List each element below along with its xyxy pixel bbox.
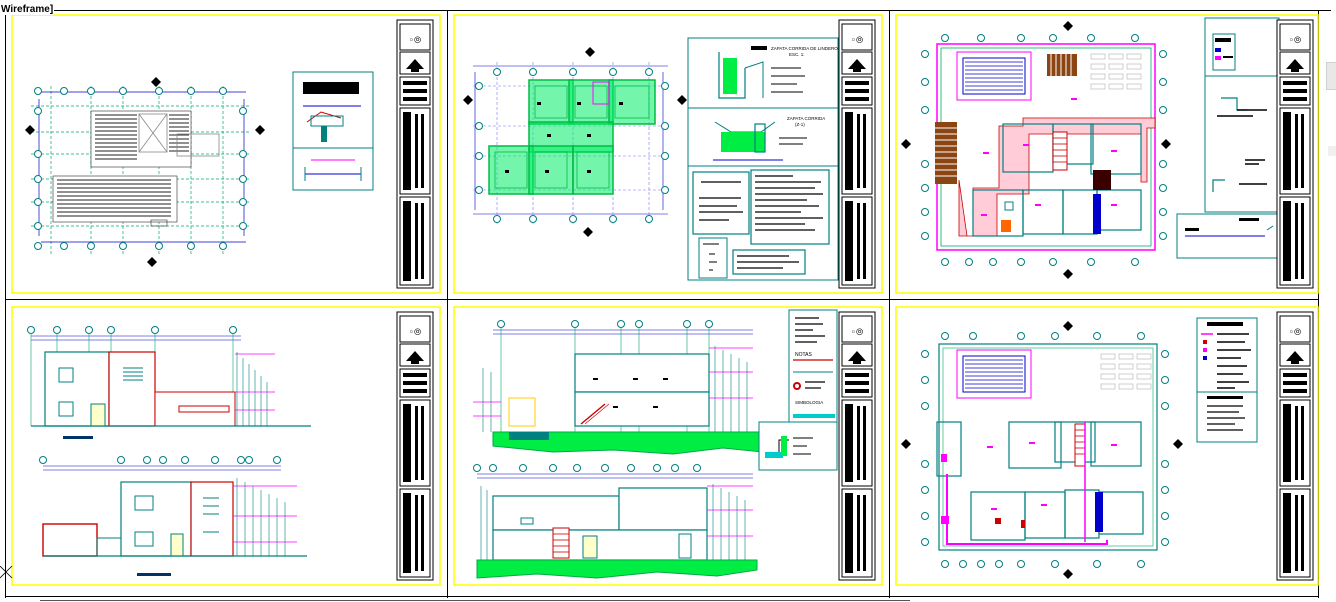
rear-elevation-drawing [39, 456, 307, 576]
sheet-sections[interactable]: NOTAS SIMBOLOGIA ◦⦾ [453, 306, 883, 586]
viewport-style-label[interactable]: Wireframe] [0, 4, 55, 15]
frame-col-divider-2 [889, 10, 890, 598]
svg-text:◦⦾: ◦⦾ [409, 328, 422, 338]
title-block: ◦⦾ [396, 19, 434, 289]
frame-border-left [5, 10, 6, 598]
view-cube-fragment-icon[interactable] [1328, 146, 1336, 156]
detail-title-1: ZAPATA CORRIDA DE LINDERO [771, 46, 838, 51]
foundation-plan-drawing [463, 47, 687, 237]
sheet-elevations[interactable]: ◦⦾ [11, 306, 441, 586]
sheet-foundation-plan[interactable]: ZAPATA CORRIDA DE LINDERO ESC. 1: ZAPATA… [453, 14, 883, 294]
frame-border-top [5, 10, 1331, 11]
frame-col-divider-1 [447, 10, 448, 598]
roof-plan-drawing [25, 77, 265, 267]
first-floor-notes-panel [1176, 17, 1280, 259]
model-space-bottom-line [40, 600, 910, 601]
section-b-drawing [473, 464, 758, 579]
svg-text:◦⦾: ◦⦾ [409, 36, 422, 46]
svg-text:◦⦾: ◦⦾ [1289, 36, 1302, 46]
sheet-roof-plan[interactable]: ◦⦾ [11, 14, 441, 294]
second-floor-plan-drawing [901, 321, 1183, 579]
roof-detail-box [292, 71, 374, 191]
sheet-second-floor-plan[interactable]: ◦⦾ [895, 306, 1319, 586]
title-block: ◦⦾ [1276, 19, 1314, 289]
second-floor-legend-panel [1196, 317, 1258, 443]
first-floor-plan-drawing [901, 21, 1171, 279]
foundation-detail-panel: ZAPATA CORRIDA DE LINDERO ESC. 1: ZAPATA… [687, 37, 839, 281]
section-a-drawing [473, 320, 814, 455]
title-block: ◦⦾ [838, 19, 876, 289]
frame-row-divider [5, 299, 1319, 300]
title-block: ◦⦾ [396, 311, 434, 581]
svg-text:◦⦾: ◦⦾ [851, 328, 864, 338]
sheet-border [11, 14, 441, 294]
section-notes-panel: NOTAS SIMBOLOGIA [758, 309, 838, 471]
notes-label: NOTAS [795, 352, 813, 358]
frame-border-right [1318, 10, 1319, 598]
detail-scale-1: ESC. 1: [789, 52, 805, 57]
ucs-axis-icon [0, 566, 13, 579]
detail-scale-2: (Z-1) [795, 122, 805, 127]
svg-text:◦⦾: ◦⦾ [851, 36, 864, 46]
navigation-bar-handle[interactable] [1326, 62, 1336, 90]
symbols-label: SIMBOLOGIA [795, 400, 823, 405]
detail-title-2: ZAPATA CORRIDA [787, 116, 825, 121]
title-block: ◦⦾ [1276, 311, 1314, 581]
front-elevation-drawing [27, 326, 311, 439]
svg-text:◦⦾: ◦⦾ [1289, 328, 1302, 338]
title-block: ◦⦾ [838, 311, 876, 581]
sheet-first-floor-plan[interactable]: ◦⦾ [895, 14, 1319, 294]
frame-border-bottom [5, 596, 1319, 597]
